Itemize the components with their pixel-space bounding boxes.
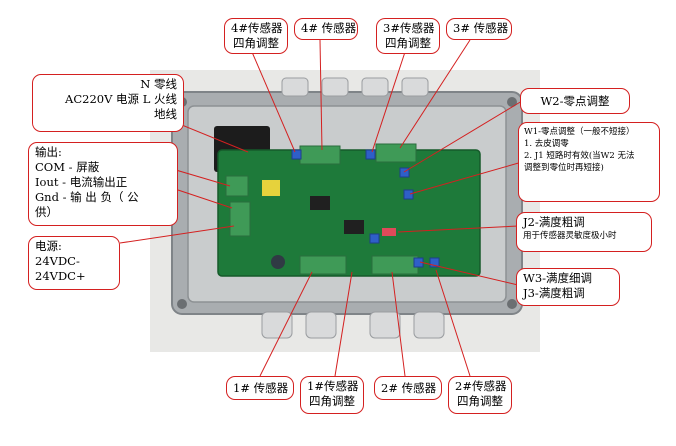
- callout-line: 四角调整: [385, 36, 431, 50]
- mount-hole: [507, 299, 517, 309]
- callout-w2-zero-adjust: W2-零点调整: [520, 88, 630, 114]
- callout-line: 4# 传感器: [301, 21, 357, 35]
- callout-output: 输出: COM - 屏蔽 Iout - 电流输出正 Gnd - 输 出 负（ 公…: [28, 142, 178, 226]
- jumper-pins: [382, 228, 396, 236]
- terminal-block-3: [375, 143, 417, 163]
- callout-24vdc-power: 电源: 24VDC- 24VDC+: [28, 236, 120, 290]
- terminal-block-4: [299, 145, 341, 165]
- terminal-block-1: [299, 255, 347, 275]
- ic-chip: [310, 196, 330, 210]
- callout-line: N 零线: [140, 77, 177, 91]
- callout-1-sensor-adjust: 1#传感器 四角调整: [300, 376, 364, 414]
- callout-3-sensor-adjust: 3#传感器 四角调整: [376, 18, 440, 54]
- callout-line: 输出:: [35, 145, 62, 159]
- yellow-capacitor: [262, 180, 280, 196]
- callout-line: 24VDC+: [35, 269, 86, 283]
- callout-line: W3-满度细调: [523, 271, 593, 285]
- callout-1-sensor: 1# 传感器: [226, 376, 294, 400]
- trimpots: [291, 149, 440, 268]
- callout-4-sensor: 4# 传感器: [294, 18, 358, 40]
- callout-line: W2-零点调整: [540, 94, 610, 108]
- callout-line: 3# 传感器: [453, 21, 509, 35]
- mount-hole: [507, 97, 517, 107]
- callout-3-sensor: 3# 传感器: [446, 18, 512, 40]
- callout-line: 2#传感器: [455, 379, 507, 393]
- callout-line: Gnd - 输 出 负（ 公: [35, 190, 139, 204]
- callout-line: 地线: [154, 107, 177, 121]
- callout-line: W1-零点调整（一般不短接）: [524, 127, 635, 137]
- callout-line: J2-满度粗调: [523, 215, 585, 229]
- callout-2-sensor-adjust: 2#传感器 四角调整: [448, 376, 512, 414]
- callout-2-sensor: 2# 传感器: [374, 376, 442, 400]
- callout-line: 用于传感器灵敏度极小时: [523, 231, 617, 241]
- callout-line: 2. J1 短路时有效(当W2 无法: [524, 151, 635, 161]
- callout-j2-fullscale-coarse: J2-满度粗调 用于传感器灵敏度极小时: [516, 212, 652, 252]
- callout-line: 4#传感器: [231, 21, 283, 35]
- leader-lines: [97, 39, 523, 377]
- terminal-block-output: [225, 175, 249, 197]
- ic-chip: [344, 220, 364, 234]
- callout-line: 1#传感器: [307, 379, 359, 393]
- callout-line: 四角调整: [457, 394, 503, 408]
- callout-4-sensor-adjust: 4#传感器 四角调整: [224, 18, 288, 54]
- callout-ac220v-power: N 零线 AC220V 电源 L 火线 地线: [32, 74, 184, 132]
- callout-w1-zero-adjust: W1-零点调整（一般不短接） 1. 去皮调零 2. J1 短路时有效(当W2 无…: [518, 122, 660, 202]
- callout-line: 供）: [35, 205, 58, 219]
- callout-line: 四角调整: [233, 36, 279, 50]
- callout-line: AC220V 电源 L 火线: [65, 92, 177, 106]
- cable-glands-top: [281, 77, 429, 97]
- terminal-block-power: [229, 201, 251, 237]
- callout-line: 2# 传感器: [381, 381, 437, 395]
- callout-line: 电源:: [35, 239, 62, 253]
- callout-line: 3#传感器: [383, 21, 435, 35]
- capacitor: [271, 255, 285, 269]
- callout-line: Iout - 电流输出正: [35, 175, 128, 189]
- callout-line: 四角调整: [309, 394, 355, 408]
- callout-line: 1# 传感器: [233, 381, 289, 395]
- cable-glands-bottom: [261, 311, 445, 339]
- callout-line: 1. 去皮调零: [524, 139, 569, 149]
- pcb-board: [217, 149, 481, 277]
- callout-line: COM - 屏蔽: [35, 160, 100, 174]
- callout-line: J3-满度粗调: [523, 286, 585, 300]
- callout-line: 24VDC-: [35, 254, 80, 268]
- callout-line: 调整到零位时再短接): [524, 163, 604, 173]
- terminal-block-2: [371, 255, 419, 275]
- callout-w3-j3-fullscale: W3-满度细调 J3-满度粗调: [516, 268, 620, 306]
- mount-hole: [177, 299, 187, 309]
